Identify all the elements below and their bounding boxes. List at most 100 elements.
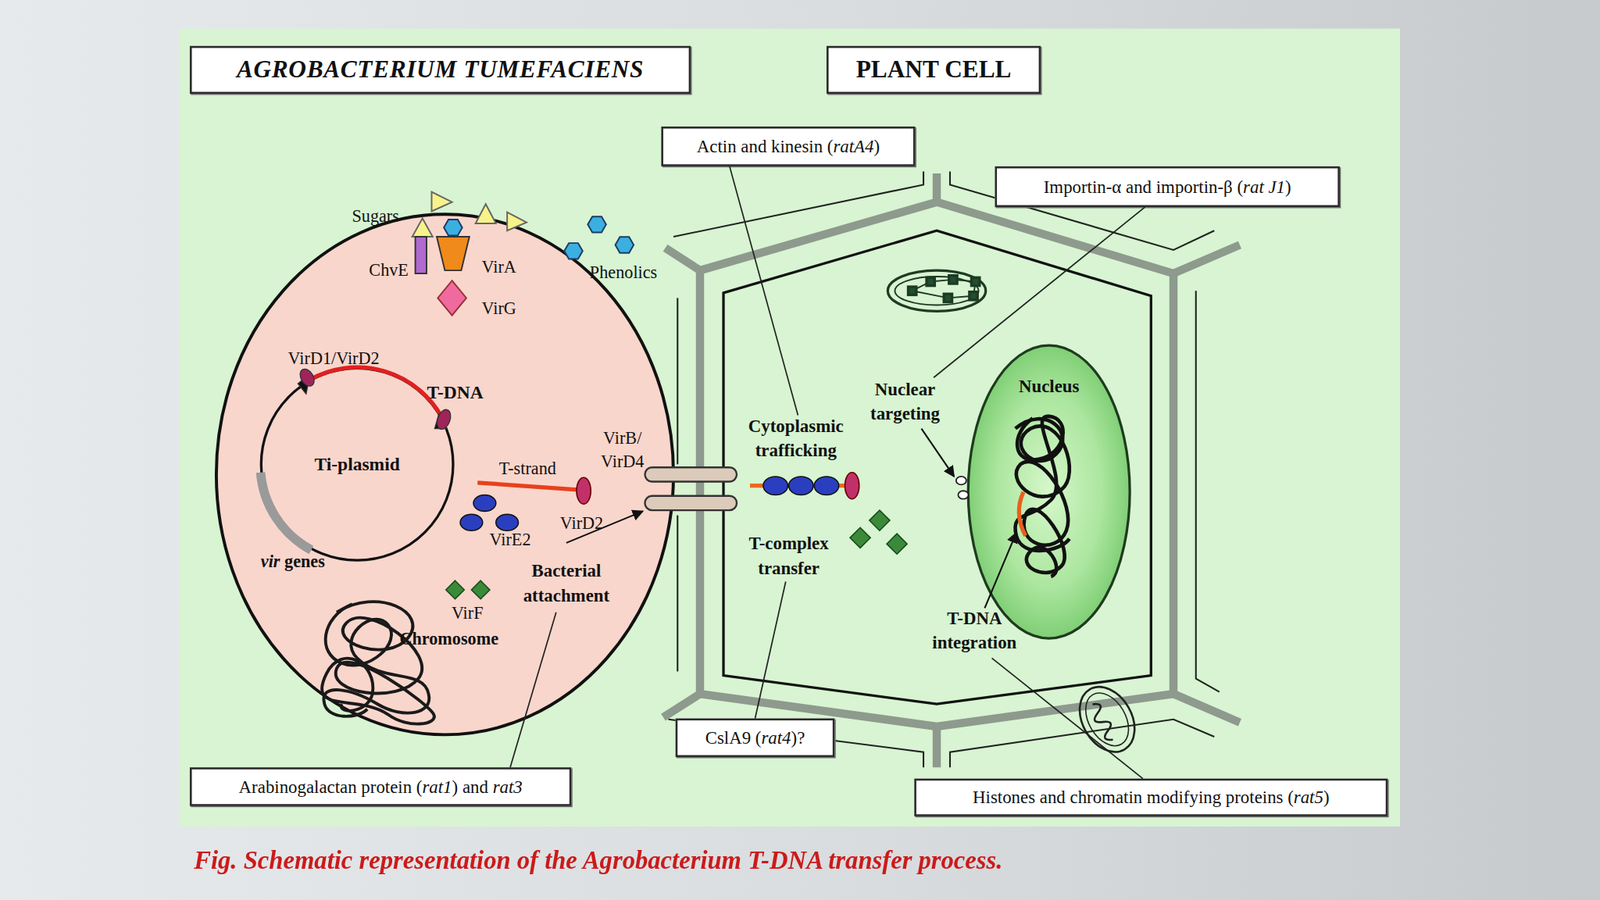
sugar-symbol (431, 192, 452, 212)
receptor-symbol (415, 236, 470, 316)
ti-plasmid-regions (308, 367, 444, 421)
virf-protein (850, 510, 908, 554)
phenolic-symbol (615, 236, 635, 253)
node-label: Actin and kinesin (ratA4) (696, 135, 880, 157)
receptor-symbol (415, 236, 427, 274)
process-label: T-complex transfer (737, 532, 840, 581)
gene-box: CslA9 (rat4)? (675, 718, 836, 758)
border-marker (434, 414, 447, 429)
phenolic-symbol (587, 216, 607, 233)
bacterial-chromosome (321, 601, 435, 725)
leader-line (510, 166, 1145, 779)
virf-protein (446, 580, 465, 600)
phenolic-symbol (443, 219, 463, 236)
part-label: VirG (482, 297, 517, 322)
mitochondrion (1087, 701, 1119, 743)
plant-chromosome (1015, 418, 1070, 577)
receptor-symbol (437, 280, 467, 315)
gene-name: rat J1 (1242, 176, 1286, 197)
t-complex (789, 476, 814, 496)
nuclear-pore (957, 490, 968, 499)
bacterial-chromosome (321, 601, 435, 725)
nuclear-pore (956, 476, 967, 485)
vire2-protein (460, 494, 518, 531)
neighbour-membranes (950, 719, 1215, 768)
gene-name: ratA4 (832, 135, 874, 157)
nuclear-pore (956, 476, 969, 500)
node-label: Arabinogalactan protein (rat1) and rat3 (239, 776, 523, 797)
gene-name: rat4 (760, 727, 791, 748)
node-label: Histones and chromatin modifying protein… (972, 787, 1329, 808)
part-label: vir genes (260, 550, 325, 575)
neighbour-membranes (668, 171, 1220, 768)
ti-plasmid-regions (260, 367, 444, 550)
process-arrow (921, 428, 954, 477)
gene-box: Arabinogalactan protein (rat1) and rat3 (189, 767, 572, 807)
vire2-protein (460, 514, 483, 531)
border-marker (297, 373, 311, 394)
plasma-membrane (723, 230, 1151, 704)
leader-line (933, 207, 1145, 378)
vire2-protein (496, 514, 519, 531)
virb-channel (644, 496, 737, 511)
process-label: VirB/ VirD4 (596, 427, 650, 475)
border-marker (296, 366, 317, 389)
t-strand (477, 477, 591, 504)
virf-protein (869, 510, 890, 531)
sugar-symbol (507, 212, 527, 232)
chloroplast (926, 277, 935, 286)
gene-box: Actin and kinesin (ratA4) (660, 126, 915, 167)
title-box: PLANT CELL (826, 46, 1041, 94)
sugar-symbol (412, 192, 527, 237)
chloroplast (969, 292, 978, 300)
chloroplast (949, 275, 958, 284)
bacterial-chromosome (323, 603, 429, 717)
node-label: Ti-plasmid (314, 453, 400, 475)
sugar-symbol (475, 203, 497, 224)
part-label: VirA (482, 257, 517, 281)
part-label: VirD1/VirD2 (288, 347, 380, 372)
part-label: VirD2 (560, 512, 604, 536)
gene-box: Importin-α and importin-β (rat J1) (994, 166, 1340, 208)
phenolic-symbol (564, 242, 583, 259)
leader-line (992, 657, 1143, 779)
node-label: CslA9 (rat4)? (705, 727, 806, 748)
node-label: PLANT CELL (856, 55, 1012, 84)
process-label: Bacterial attachment (512, 559, 620, 608)
gene-box: Histones and chromatin modifying protein… (914, 778, 1388, 817)
leader-line (510, 612, 557, 768)
cell-wall (663, 173, 1240, 768)
virf-protein (886, 533, 908, 554)
neighbour-membranes (673, 171, 924, 237)
mitochondrion (1076, 685, 1137, 754)
part-label: Chromosome (399, 628, 499, 652)
nucleus-ellipse: Nucleus (967, 343, 1131, 640)
cell-wall (663, 173, 1240, 768)
neighbour-membranes (676, 297, 679, 465)
t-complex (814, 476, 839, 496)
t-strand (576, 477, 591, 504)
t-complex (763, 476, 788, 496)
plasma-membrane (723, 230, 1151, 704)
process-label: T-DNA integration (923, 606, 1026, 655)
cell-wall (700, 202, 1174, 727)
figure-panel (179, 28, 1400, 827)
node-label: Nucleus (1018, 375, 1079, 397)
sugar-symbol (412, 218, 433, 238)
virb-channel (644, 467, 737, 511)
mitochondrion (1068, 677, 1147, 762)
neighbour-membranes (676, 515, 679, 672)
t-complex (844, 472, 859, 500)
part-label: VirF (451, 602, 484, 626)
neighbour-membranes (1196, 290, 1220, 692)
border-marker (434, 407, 454, 432)
t-complex (750, 472, 860, 500)
leader-line (729, 166, 799, 416)
nucleus-ellipse-shape (967, 345, 1130, 639)
ti-plasmid-regions (260, 472, 312, 550)
part-label: T-DNA (426, 380, 483, 406)
process-label: Cytoplasmic trafficking (734, 414, 858, 464)
gene-name: vir (260, 551, 281, 572)
gene-name: rat3 (492, 776, 523, 797)
